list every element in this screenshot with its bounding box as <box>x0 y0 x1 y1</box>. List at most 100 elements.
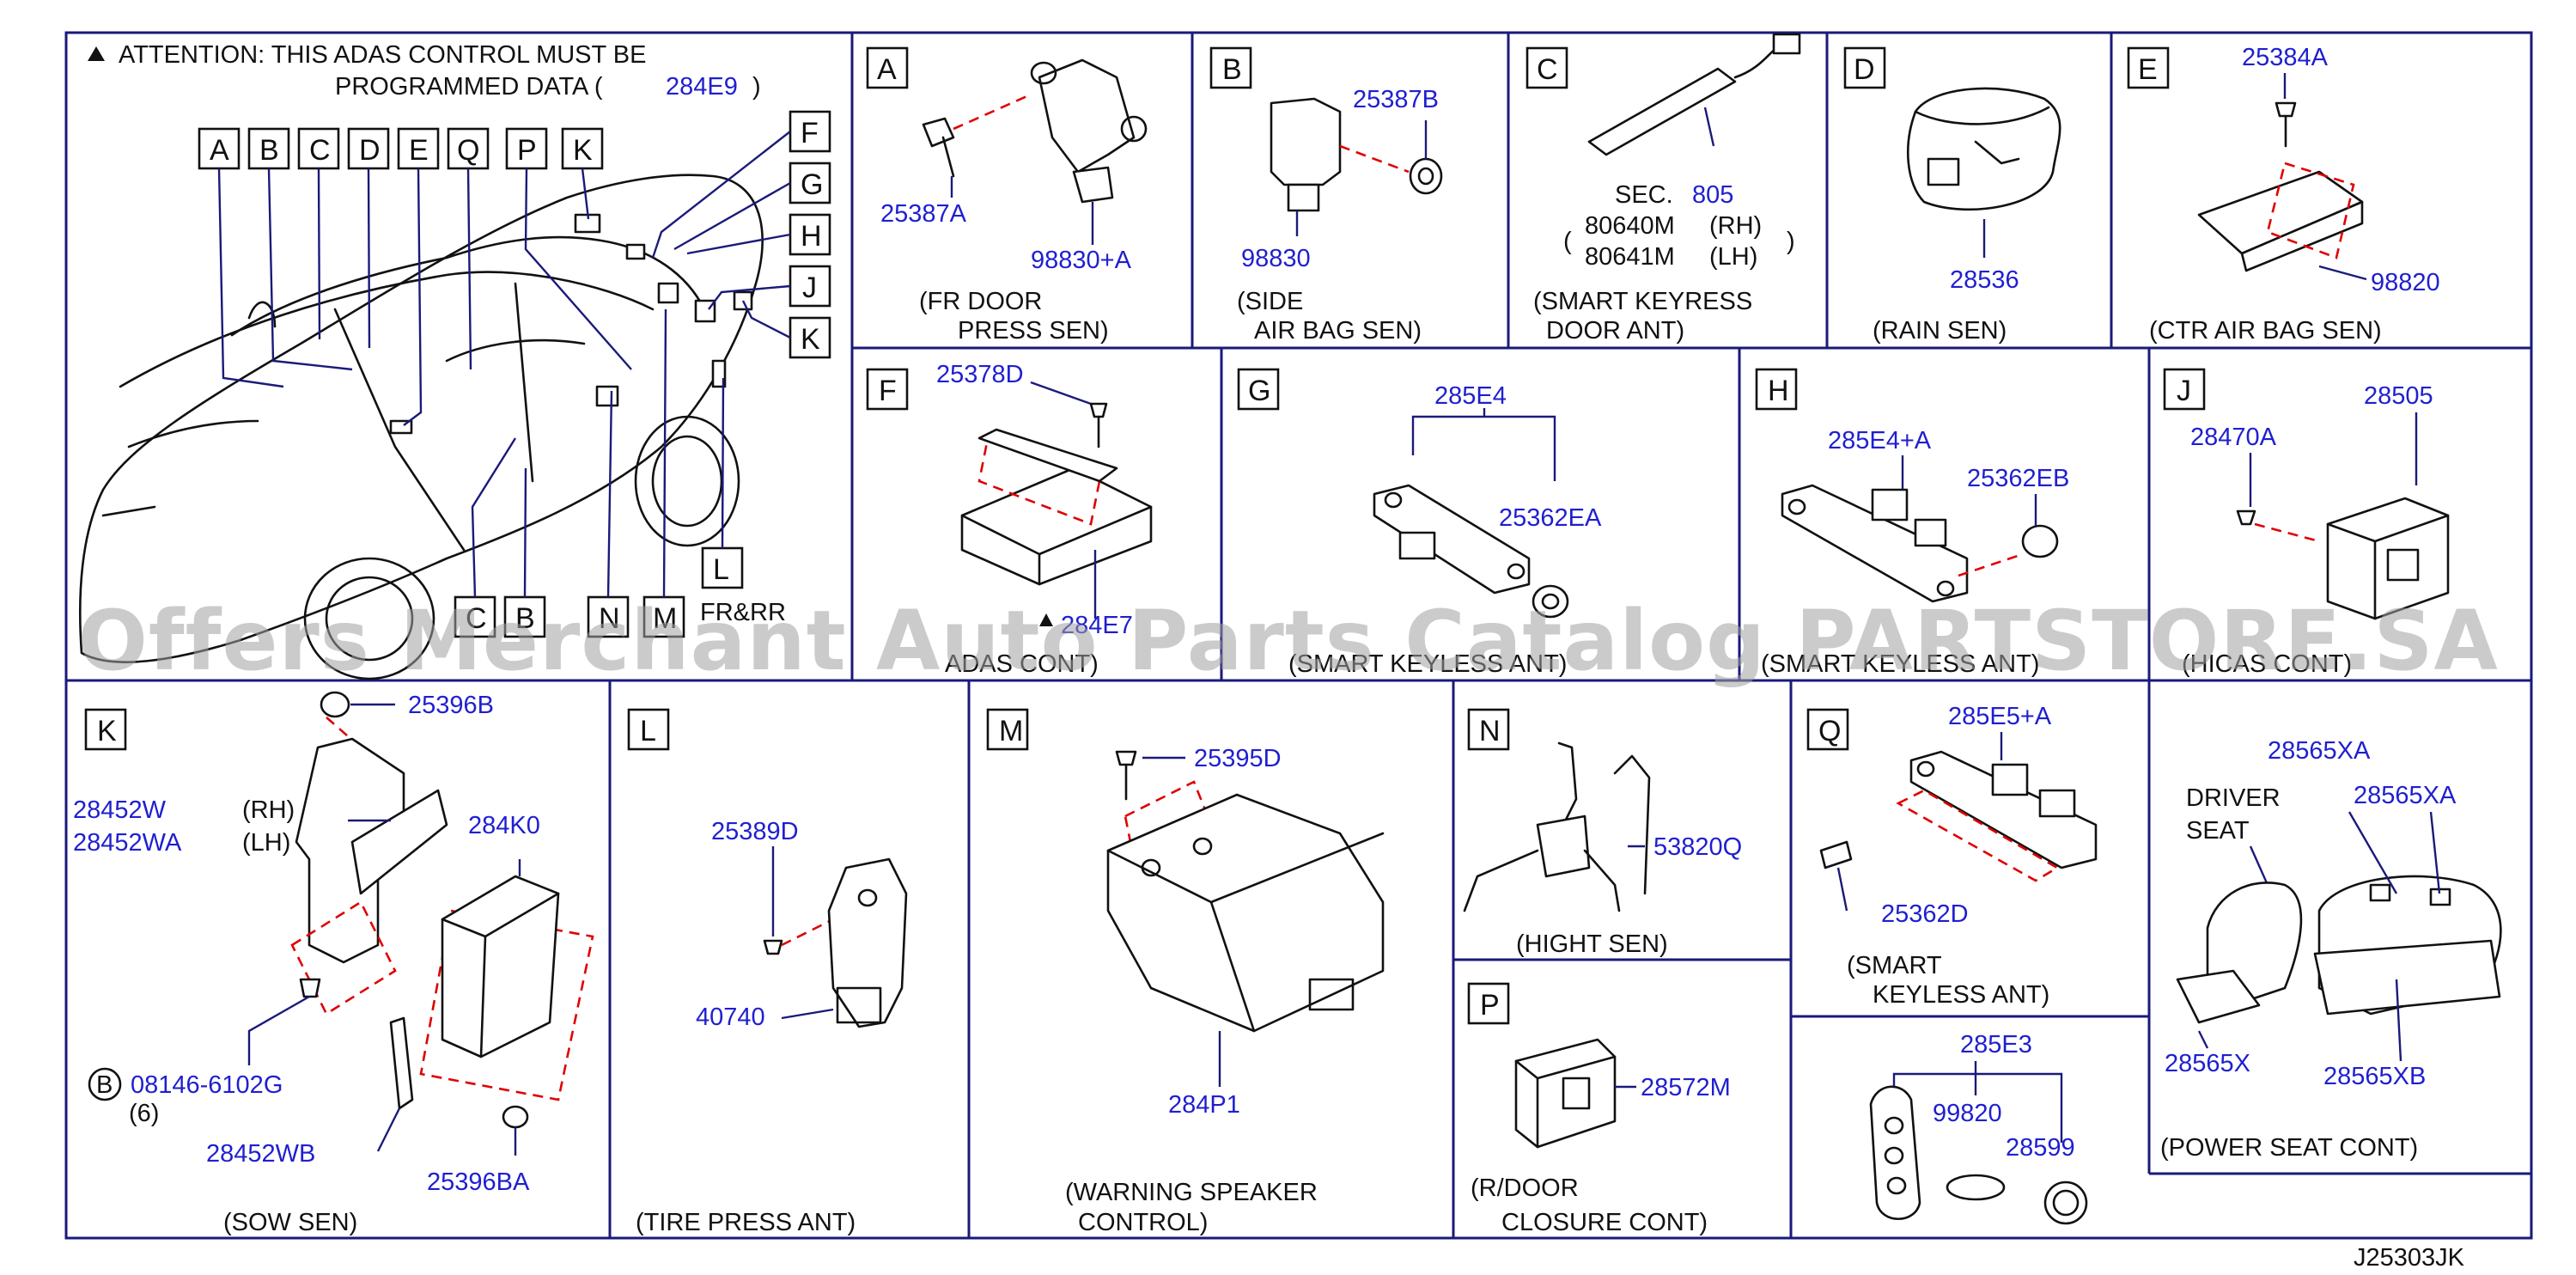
svg-text:28452WB: 28452WB <box>206 1140 315 1168</box>
panel-a: A 25387A 98830+A (FR DOOR PRESS SEN) <box>866 46 1148 345</box>
svg-text:98820: 98820 <box>2371 269 2440 296</box>
svg-text:SEAT: SEAT <box>2186 817 2250 845</box>
svg-text:J: J <box>2177 375 2191 407</box>
svg-text:ADAS CONT): ADAS CONT) <box>945 650 1099 678</box>
svg-text:K: K <box>97 715 117 747</box>
svg-text:PRESS SEN): PRESS SEN) <box>958 317 1109 345</box>
panel-b: B 25387B 98830 (SIDE AIR BAG SEN) <box>1209 46 1443 345</box>
svg-text:25387B: 25387B <box>1353 86 1439 113</box>
svg-text:28599: 28599 <box>2006 1134 2075 1162</box>
panel-l: L 25389D 40740 (TIRE PRESS ANT) <box>627 708 908 1236</box>
svg-text:E: E <box>2138 53 2158 86</box>
svg-text:284K0: 284K0 <box>468 812 540 839</box>
svg-text:28470A: 28470A <box>2190 424 2277 451</box>
svg-text:SEC.: SEC. <box>1615 181 1673 209</box>
svg-text:40740: 40740 <box>696 1004 765 1031</box>
warning-triangle-icon <box>88 46 105 61</box>
svg-text:(WARNING SPEAKER: (WARNING SPEAKER <box>1065 1179 1318 1206</box>
svg-text:28565X: 28565X <box>2165 1050 2250 1077</box>
svg-text:25396BA: 25396BA <box>427 1168 530 1196</box>
overview-leaders <box>217 131 791 598</box>
svg-text:285E5+A: 285E5+A <box>1948 703 2052 730</box>
svg-text:G: G <box>801 168 823 201</box>
svg-text:25362D: 25362D <box>1881 900 1969 928</box>
overview-right-letters: F G H J K <box>789 110 831 359</box>
svg-text:80641M: 80641M <box>1585 243 1675 271</box>
svg-text:F: F <box>879 375 897 407</box>
panel-k: K 25396B 28452W 28452WA (RH) (LH) 284K0 … <box>73 691 594 1236</box>
svg-text:(RH): (RH) <box>1709 212 1762 240</box>
svg-text:25396B: 25396B <box>408 692 494 719</box>
svg-text:K: K <box>573 134 593 167</box>
svg-text:(SMART KEYLESS ANT): (SMART KEYLESS ANT) <box>1288 650 1567 678</box>
overview-bottom-letters: C B N M L <box>454 546 744 638</box>
panel-f: F 25378D 284E7 ADAS CONT) <box>866 361 1153 678</box>
svg-text:(6): (6) <box>129 1100 159 1127</box>
panel-g: G 285E4 25362EA (SMART KEYLESS ANT) <box>1237 368 1602 678</box>
svg-text:99820: 99820 <box>1933 1100 2002 1127</box>
svg-text:CLOSURE CONT): CLOSURE CONT) <box>1501 1209 1708 1236</box>
svg-text:DRIVER: DRIVER <box>2186 784 2281 812</box>
panel-d: D 28536 (RAIN SEN) <box>1843 46 2061 345</box>
svg-text:E: E <box>409 134 429 167</box>
svg-text:80640M: 80640M <box>1585 212 1675 240</box>
panel-key: 285E3 99820 28599 <box>1869 1031 2088 1225</box>
svg-text:(TIRE PRESS ANT): (TIRE PRESS ANT) <box>636 1209 856 1236</box>
overview-top-letters: A B C D E Q P K <box>198 127 604 170</box>
overview-panel: ATTENTION: THIS ADAS CONTROL MUST BE PRO… <box>78 41 831 680</box>
svg-text:H: H <box>1768 375 1789 407</box>
svg-text:L: L <box>640 715 656 747</box>
svg-text:C: C <box>309 134 331 167</box>
svg-text:(LH): (LH) <box>242 829 290 857</box>
svg-text:C: C <box>466 602 487 635</box>
svg-text:(SIDE: (SIDE <box>1237 288 1303 315</box>
svg-text:F: F <box>801 117 819 149</box>
svg-text:(RAIN SEN): (RAIN SEN) <box>1873 317 2007 345</box>
svg-text:98830+A: 98830+A <box>1031 247 1132 274</box>
svg-text:Q: Q <box>457 134 479 167</box>
panel-seat: 28565XA 28565XA DRIVER SEAT 28565X 28565… <box>2160 737 2502 1162</box>
svg-text:(HICAS CONT): (HICAS CONT) <box>2182 650 2352 678</box>
svg-text:28572M: 28572M <box>1641 1074 1731 1101</box>
svg-text:(SMART: (SMART <box>1847 952 1942 979</box>
svg-text:98830: 98830 <box>1241 245 1311 272</box>
svg-text:285E4: 285E4 <box>1434 382 1507 410</box>
svg-text:28452WA: 28452WA <box>73 829 182 857</box>
svg-text:L: L <box>713 553 729 586</box>
panel-j: J 28470A 28505 (HICAS CONT) <box>2163 368 2450 678</box>
diagram-code: J25303JK <box>2354 1244 2465 1272</box>
svg-text:28565XA: 28565XA <box>2354 782 2457 809</box>
svg-text:(POWER SEAT CONT): (POWER SEAT CONT) <box>2160 1134 2418 1162</box>
svg-text:284P1: 284P1 <box>1168 1091 1240 1119</box>
svg-text:(CTR AIR BAG SEN): (CTR AIR BAG SEN) <box>2149 317 2382 345</box>
svg-text:(SOW SEN): (SOW SEN) <box>223 1209 357 1236</box>
panel-q: Q 285E5+A 25362D (SMART KEYLESS ANT) <box>1806 703 2098 1009</box>
svg-text:D: D <box>1854 53 1875 86</box>
svg-text:D: D <box>359 134 381 167</box>
svg-text:(SMART KEYLESS ANT): (SMART KEYLESS ANT) <box>1761 650 2039 678</box>
attention-line2: PROGRAMMED DATA ( <box>335 73 603 101</box>
svg-text:28565XB: 28565XB <box>2323 1063 2426 1090</box>
svg-text:M: M <box>653 602 677 635</box>
svg-text:(FR DOOR: (FR DOOR <box>919 288 1042 315</box>
car-outline-drawing <box>78 174 764 680</box>
svg-text:B: B <box>515 602 535 635</box>
svg-text:(HIGHT SEN): (HIGHT SEN) <box>1516 930 1668 958</box>
svg-text:KEYLESS ANT): KEYLESS ANT) <box>1873 981 2049 1009</box>
svg-text:K: K <box>801 323 820 356</box>
svg-text:A: A <box>877 53 897 86</box>
svg-text:G: G <box>1248 375 1270 407</box>
svg-text:25362EB: 25362EB <box>1967 465 2069 492</box>
svg-text:805: 805 <box>1692 181 1733 209</box>
attention-line1: ATTENTION: THIS ADAS CONTROL MUST BE <box>119 41 646 69</box>
svg-text:28565XA: 28565XA <box>2268 737 2371 765</box>
svg-text:B: B <box>96 1071 113 1099</box>
svg-text:284E7: 284E7 <box>1061 612 1133 639</box>
svg-text:CONTROL): CONTROL) <box>1078 1209 1208 1236</box>
svg-text:J: J <box>802 271 817 304</box>
panel-e: E 25384A 98820 (CTR AIR BAG SEN) <box>2127 44 2440 345</box>
svg-text:N: N <box>1479 715 1501 747</box>
svg-text:): ) <box>1787 228 1795 255</box>
svg-text:28536: 28536 <box>1950 266 2019 294</box>
